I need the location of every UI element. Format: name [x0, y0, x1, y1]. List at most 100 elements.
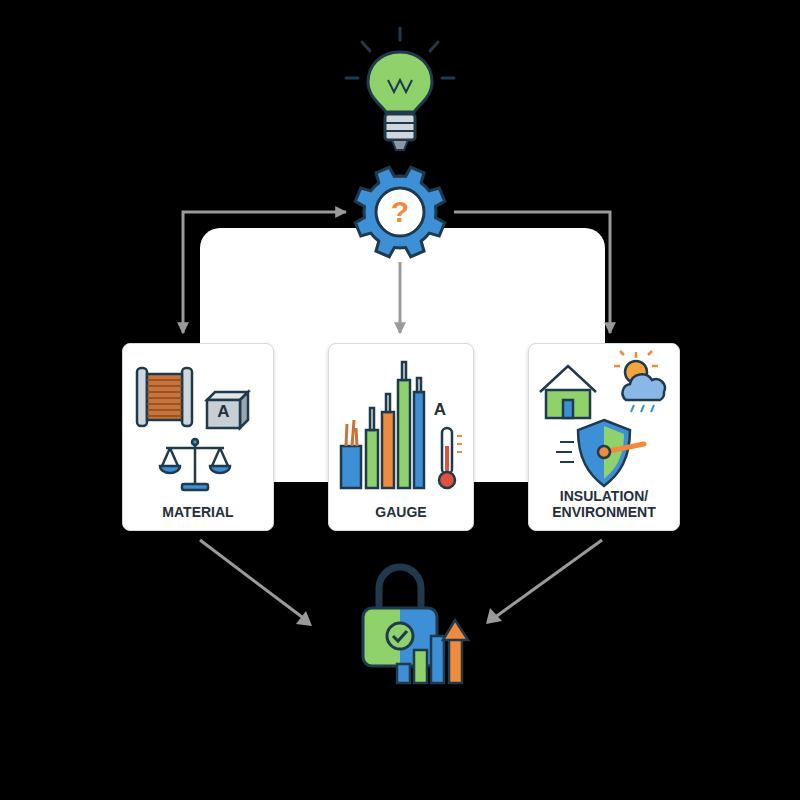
- wire-gauge-icon: [341, 446, 361, 488]
- weather-icon: [648, 351, 652, 355]
- weather-icon: [625, 361, 647, 383]
- shield-icon: [556, 442, 574, 462]
- lightbulb-icon: [399, 28, 402, 40]
- balance-scale-icon: [194, 440, 197, 484]
- flow-arrow: [494, 540, 602, 618]
- balance-scale-icon: [192, 439, 198, 445]
- wire-gauge-icon: [386, 394, 390, 412]
- thermometer-icon: [445, 446, 449, 476]
- balance-scale-icon: [160, 466, 180, 473]
- balance-scale-icon: [210, 466, 230, 473]
- wire-gauge-icon: [382, 412, 394, 488]
- lightbulb-icon: [368, 52, 432, 112]
- lightbulb-icon: [362, 42, 370, 51]
- metal-block-icon: [207, 400, 240, 428]
- wire-spool-icon: [147, 380, 182, 416]
- wire-gauge-icon: [366, 430, 378, 488]
- lightbulb-icon: [346, 77, 358, 80]
- lightbulb-icon: [386, 122, 414, 124]
- metal-block-icon: [207, 392, 248, 428]
- house-icon: [546, 390, 590, 418]
- flow-arrow: [183, 212, 346, 333]
- wire-spool-icon: [147, 391, 182, 393]
- wire-spool-icon: [147, 374, 182, 420]
- shield-icon: [556, 451, 572, 453]
- weather-icon: [620, 351, 624, 355]
- growth-chart-icon: [414, 650, 427, 683]
- lightbulb-icon: [386, 130, 414, 132]
- card-title: INSULATION/ ENVIRONMENT: [537, 488, 671, 520]
- weather-icon: [652, 365, 658, 368]
- wire-spool-icon: [137, 368, 147, 426]
- thermometer-icon: [457, 435, 462, 437]
- padlock-icon: [387, 623, 413, 649]
- flow-arrow: [399, 262, 402, 333]
- wire-spool-icon: [147, 415, 182, 417]
- padlock-icon: [400, 608, 437, 666]
- house-icon: [540, 366, 596, 392]
- shield-icon: [598, 446, 610, 458]
- house-icon: [540, 366, 596, 418]
- factor-card: GAUGE: [328, 343, 474, 531]
- shield-icon: [604, 426, 624, 479]
- weather-icon: [614, 351, 658, 366]
- thermometer-icon: [457, 451, 462, 453]
- weather-icon: [631, 405, 654, 412]
- padlock-icon: [363, 567, 437, 666]
- balance-scale-icon: [160, 439, 230, 490]
- thermometer-icon: [457, 436, 462, 452]
- wire-gauge-icon: [417, 378, 421, 392]
- metal-block-icon: [207, 392, 248, 400]
- weather-icon: [614, 365, 620, 368]
- padlock-icon: [363, 608, 437, 666]
- wire-spool-icon: [147, 397, 182, 399]
- gear-outline: [355, 167, 444, 256]
- balance-scale-icon: [220, 448, 228, 466]
- weather-icon: [641, 405, 644, 412]
- wire-gauge-icon: [370, 408, 374, 430]
- house-icon: [563, 400, 573, 418]
- thermometer-icon: [439, 472, 455, 488]
- thermometer-icon: [442, 428, 452, 474]
- balance-scale-icon: [162, 448, 170, 466]
- lightbulb-icon: [388, 80, 412, 92]
- balance-scale-icon: [182, 484, 208, 490]
- flow-arrow: [454, 212, 610, 333]
- weather-icon: [631, 405, 634, 412]
- card-title: GAUGE: [375, 504, 426, 520]
- balance-scale-icon: [170, 448, 178, 466]
- weather-icon: [635, 352, 638, 358]
- shield-icon: [578, 420, 630, 486]
- weather-icon: [622, 374, 664, 400]
- factor-card: INSULATION/ ENVIRONMENT: [528, 343, 680, 531]
- wire-spool-icon: [147, 403, 182, 405]
- wire-gauge-icon: [341, 362, 424, 488]
- lightbulb-icon: [385, 114, 415, 140]
- growth-chart-icon: [431, 636, 444, 683]
- shield-icon: [556, 420, 644, 486]
- question-mark: ?: [391, 195, 409, 229]
- card-title: MATERIAL: [162, 504, 233, 520]
- lightbulb-icon: [392, 140, 408, 150]
- growth-chart-icon: [397, 620, 468, 683]
- thermometer-icon: [457, 443, 462, 445]
- factor-card: MATERIAL: [122, 343, 274, 531]
- flow-arrow: [200, 540, 306, 620]
- shield-icon: [560, 441, 574, 443]
- balance-scale-icon: [166, 447, 224, 450]
- weather-icon: [614, 351, 665, 412]
- wire-spool-icon: [147, 379, 182, 381]
- wire-gauge-icon: [398, 380, 410, 488]
- balance-scale-icon: [212, 448, 220, 466]
- thermometer-icon: [439, 428, 462, 488]
- wire-spool-icon: [137, 368, 192, 426]
- lightbulb-icon: [346, 28, 454, 150]
- growth-chart-icon: [397, 664, 410, 683]
- growth-chart-icon: [449, 638, 462, 683]
- lightbulb-icon: [430, 42, 438, 51]
- lightbulb-icon: [346, 28, 454, 78]
- flow-arrow: [200, 540, 602, 626]
- wire-spool-icon: [147, 409, 182, 411]
